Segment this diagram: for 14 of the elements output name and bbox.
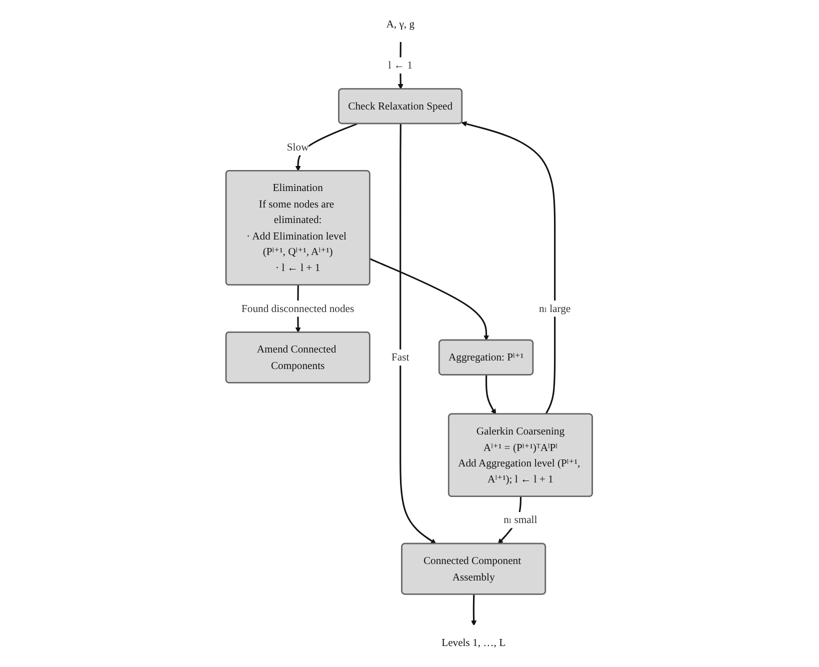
node-text: Levels 1, …, L [442, 636, 506, 648]
edge-label: Fast [392, 351, 410, 364]
node-text: A, γ, g [386, 18, 415, 30]
arrow [486, 375, 496, 414]
edge-label: l ← 1 [388, 59, 413, 72]
edge-label: Slow [287, 140, 310, 153]
arrow [400, 124, 437, 544]
arrow [370, 258, 490, 341]
arrow [462, 121, 556, 415]
edge-label: nₗ small [504, 514, 538, 526]
arrow [296, 123, 358, 172]
edge-label: Found disconnected nodes [242, 302, 355, 314]
edge-label: nₗ large [539, 302, 571, 314]
arrow [471, 594, 477, 626]
